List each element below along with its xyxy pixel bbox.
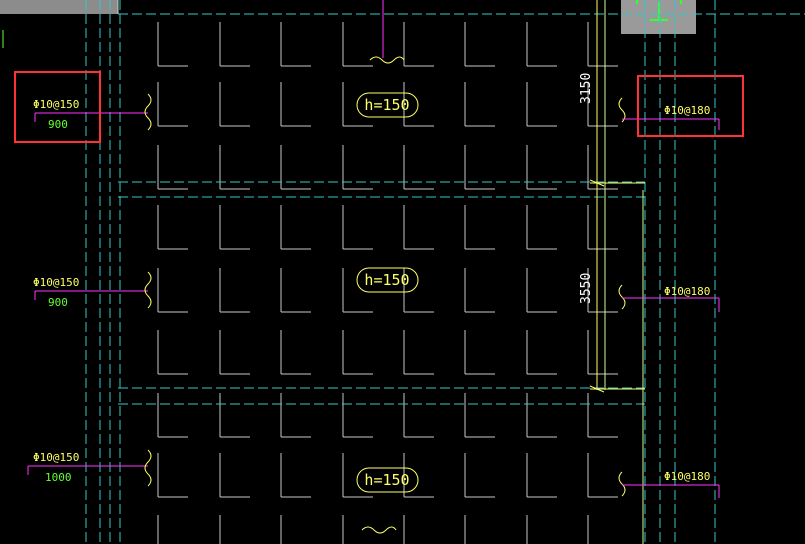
rebar-break-symbol bbox=[144, 271, 152, 309]
axis-lines bbox=[85, 0, 805, 544]
rebar-length: 900 bbox=[48, 296, 68, 309]
slab-label-3: h=150 bbox=[356, 467, 419, 493]
rebar-spec: Φ10@180 bbox=[664, 285, 710, 298]
bottom-break-symbol bbox=[361, 526, 397, 534]
beam-lines bbox=[118, 0, 645, 544]
rebar-break-symbol bbox=[618, 97, 626, 123]
rebar-spec: Φ10@150 bbox=[33, 276, 79, 289]
rebar-break-symbol bbox=[618, 471, 626, 497]
slab-label-text: h=150 bbox=[364, 96, 409, 114]
highlight-box-right bbox=[637, 75, 744, 137]
rebar-spec: Φ10@180 bbox=[664, 470, 710, 483]
right-rebar-1[interactable]: Φ10@180 bbox=[618, 97, 720, 130]
rebar-spec: Φ10@150 bbox=[33, 451, 79, 464]
right-rebar-3[interactable]: Φ10@180 bbox=[618, 470, 720, 498]
dimension-text-3150: 3150 bbox=[579, 73, 594, 104]
rebar-grid bbox=[157, 22, 618, 544]
rebar-break-symbol bbox=[144, 93, 152, 131]
slab-label-text: h=150 bbox=[364, 471, 409, 489]
rebar-break-symbol bbox=[618, 284, 626, 310]
rebar-spec: Φ10@150 bbox=[33, 98, 79, 111]
top-break-symbol bbox=[369, 56, 405, 64]
slab-label-1: h=150 bbox=[356, 92, 419, 118]
slab-label-2: h=150 bbox=[356, 267, 419, 293]
slab-label-text: h=150 bbox=[364, 271, 409, 289]
right-rebar-2[interactable]: Φ10@180 bbox=[618, 284, 720, 312]
left-rebar-2[interactable]: Φ10@150 900 bbox=[33, 271, 152, 309]
rebar-length: 900 bbox=[48, 118, 68, 131]
gray-title-block bbox=[0, 0, 118, 14]
rebar-spec: Φ10@180 bbox=[664, 104, 710, 117]
left-rebar-1[interactable]: Φ10@150 900 bbox=[33, 93, 152, 131]
dimension-text-3550: 3550 bbox=[579, 273, 594, 304]
rebar-break-symbol bbox=[144, 449, 152, 487]
left-rebar-3[interactable]: Φ10@150 1000 bbox=[27, 449, 152, 487]
highlight-box-left bbox=[14, 71, 101, 143]
rebar-length: 1000 bbox=[45, 471, 72, 484]
